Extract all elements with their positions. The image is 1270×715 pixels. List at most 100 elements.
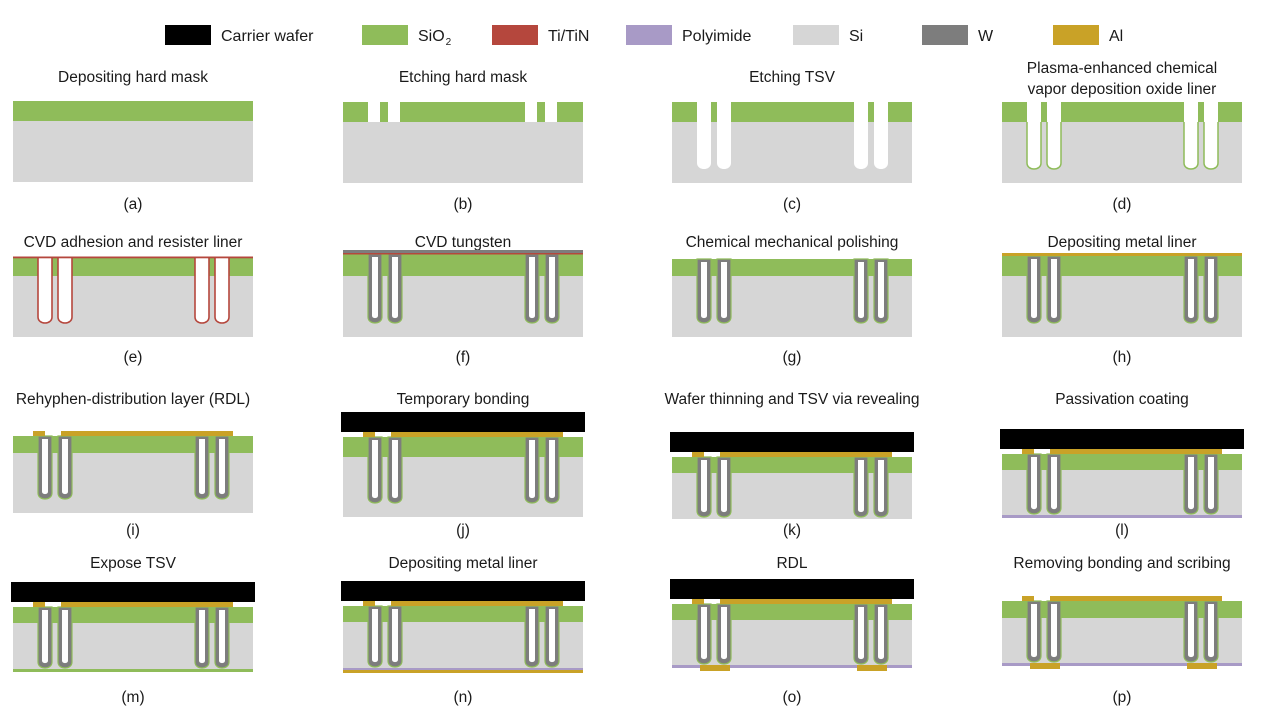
tsv-core — [42, 610, 48, 664]
mask-opening — [525, 102, 537, 122]
metal-liner-bottom — [343, 670, 583, 673]
silicon-substrate — [343, 457, 583, 517]
tsv-core — [1051, 259, 1057, 319]
step-title: CVD tungsten — [415, 234, 512, 251]
tsv-core — [1208, 259, 1214, 319]
carrier-wafer — [341, 581, 585, 601]
oxide-layer — [13, 101, 253, 121]
step-label: (d) — [1113, 196, 1132, 213]
rdl-pad — [692, 452, 704, 457]
bottom-rdl-pad — [857, 665, 887, 671]
legend-swatch-carrier — [165, 25, 211, 45]
step-c: Etching TSV (c) — [672, 69, 912, 213]
step-title: Removing bonding and scribing — [1013, 555, 1230, 572]
oxide-layer — [1002, 102, 1242, 122]
tsv-core — [1188, 604, 1194, 658]
tsv-core — [529, 257, 535, 319]
step-h: Depositing metal liner(h) — [1002, 234, 1242, 366]
oxide-layer — [343, 437, 583, 457]
oxide-layer — [672, 259, 912, 276]
oxide-layer — [1002, 601, 1242, 618]
tsv-core — [199, 439, 205, 495]
legend-item-al: Al — [1053, 25, 1123, 45]
tsv-via — [195, 258, 209, 323]
adhesion-liner — [37, 258, 53, 324]
oxide-layer — [343, 102, 583, 122]
carrier-wafer — [670, 432, 914, 452]
step-label: (l) — [1115, 522, 1129, 539]
adhesion-liner — [214, 258, 230, 324]
oxide-layer — [1002, 454, 1242, 470]
tsv-via — [215, 258, 229, 323]
silicon-substrate — [1002, 470, 1242, 516]
tsv-core — [42, 439, 48, 495]
adhesion-liner-top — [343, 253, 583, 255]
tsv-via — [697, 102, 711, 169]
tsv-core — [219, 610, 225, 664]
passivation-layer — [13, 669, 253, 672]
step-label: (c) — [783, 196, 801, 213]
adhesion-liner — [57, 258, 73, 324]
tsv-core — [858, 262, 864, 319]
rdl-pad — [363, 601, 375, 606]
tsv-via — [874, 102, 888, 169]
step-title: Plasma-enhanced chemical — [1027, 60, 1217, 77]
step-label: (j) — [456, 522, 470, 539]
rdl-trace — [391, 601, 563, 606]
step-title: Passivation coating — [1055, 391, 1189, 408]
tsv-via — [1027, 102, 1041, 169]
legend-label: SiO — [418, 28, 445, 45]
tsv-core — [858, 460, 864, 513]
silicon-substrate — [343, 276, 583, 337]
adhesion-liner-top — [13, 256, 253, 259]
oxide-liner — [1026, 122, 1042, 170]
tsv-core — [372, 257, 378, 319]
tsv-core — [199, 610, 205, 664]
silicon-substrate — [672, 276, 912, 337]
carrier-wafer — [341, 412, 585, 432]
legend-item-w: W — [922, 25, 994, 45]
tsv-via — [58, 258, 72, 323]
tsv-via — [1204, 102, 1218, 169]
oxide-liner — [1183, 122, 1199, 170]
tsv-via — [1047, 102, 1061, 169]
process-steps: Depositing hard mask(a)Etching hard mask… — [11, 60, 1244, 706]
step-title: Temporary bonding — [397, 391, 530, 408]
tsv-via — [717, 102, 731, 169]
step-title: Expose TSV — [90, 555, 177, 572]
tsv-core — [549, 257, 555, 319]
passivation-layer — [672, 665, 912, 668]
rdl-pad — [1022, 596, 1034, 601]
silicon-substrate — [672, 473, 912, 519]
step-label: (n) — [454, 689, 473, 706]
step-label: (a) — [124, 196, 143, 213]
rdl-pad — [33, 602, 45, 607]
rdl-trace — [720, 599, 892, 604]
bottom-rdl-pad — [700, 665, 730, 671]
legend-subscript: 2 — [446, 37, 452, 48]
rdl-trace — [61, 602, 233, 607]
tsv-core — [878, 262, 884, 319]
rdl-trace — [1050, 449, 1222, 454]
rdl-trace — [61, 431, 233, 436]
silicon-substrate — [13, 453, 253, 513]
step-label: (m) — [121, 689, 144, 706]
legend-label: Carrier wafer — [221, 28, 314, 45]
step-o: RDL(o) — [670, 555, 914, 706]
tungsten-overburden — [343, 250, 583, 254]
tsv-core — [721, 460, 727, 513]
step-label: (k) — [783, 522, 801, 539]
tsv-core — [1188, 259, 1194, 319]
tsv-core — [701, 607, 707, 660]
silicon-substrate — [13, 276, 253, 337]
step-title: Etching TSV — [749, 69, 836, 86]
tsv-core — [721, 262, 727, 319]
tsv-core — [878, 460, 884, 513]
oxide-layer — [13, 436, 253, 453]
step-b: Etching hard mask(b) — [343, 69, 583, 213]
tsv-core — [1208, 604, 1214, 658]
tsv-via — [854, 102, 868, 169]
